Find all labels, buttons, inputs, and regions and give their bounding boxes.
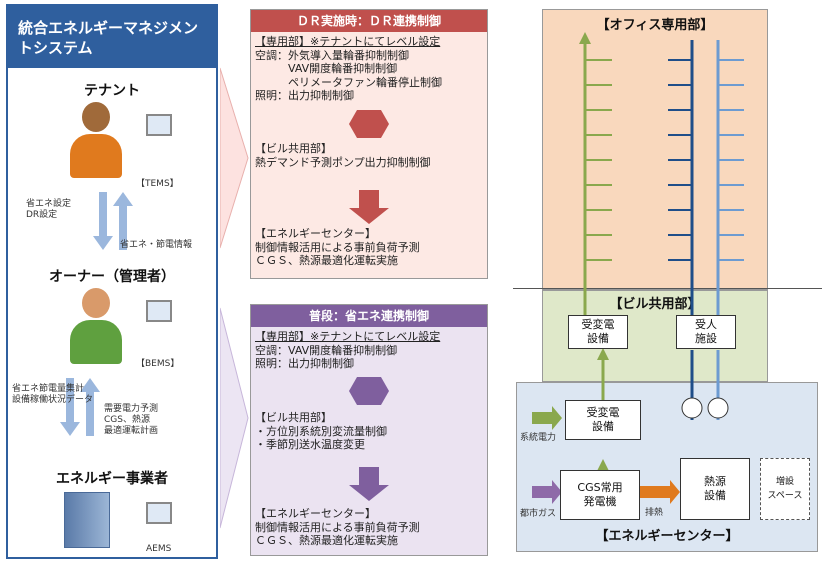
normal-hex-icon [349,377,389,405]
owner-device-label: 【BEMS】 [136,359,180,369]
normal-line: 空調：VAV開度輪番抑制制御 [255,343,398,357]
normal-panel: 普段：省エネ連携制御 【専用部】※テナントにてレベル設定 空調：VAV開度輪番抑… [250,304,488,556]
floor-divider [513,288,822,289]
chevron-arrows [220,67,249,529]
building-icon [64,492,110,548]
normal-lines: 【専用部】※テナントにてレベル設定 空調：VAV開度輪番抑制制御 照明：出力抑制… [251,327,487,374]
dr-panel: ＤＲ実施時：ＤＲ連携制御 【専用部】※テナントにてレベル設定 空調：外気導入量輪… [250,9,488,279]
dr-line: 照明：出力抑制制御 [255,89,354,102]
extra-space-box: 増設 スペース [760,458,810,520]
normal-line: 【専用部】※テナントにてレベル設定 [255,330,441,343]
receive-box-2: 受人 施設 [676,315,736,349]
dr-line: 【ビル共用部】 [255,142,332,155]
center-label: 【エネルギーセンター】 [595,529,739,544]
owner-computer-icon [146,300,172,322]
normal-line: ・方位別系統別変流量制御 [255,424,387,438]
dr-line: 【エネルギーセンター】 [255,227,376,240]
dr-lines2: 【ビル共用部】 熱デマンド予測ポンプ出力抑制制御 [255,142,431,169]
normal-panel-header: 普段：省エネ連携制御 [251,305,487,327]
dr-down-arrow-icon [349,190,389,224]
receive-box-3: 受変電 設備 [565,400,641,440]
normal-line: ＣＧＳ、熱源最適化運転実施 [255,534,398,547]
normal-line: 照明：出力抑制制御 [255,357,354,370]
tenant-label: テナント [84,83,140,99]
utility-device-label: AEMS [146,544,172,554]
exhaust-label: 排熱 [645,508,664,518]
tenant-arrows-icon [93,192,133,250]
dr-hex-icon [349,110,389,138]
office-label: 【オフィス専用部】 [596,18,714,33]
office-zone: 【オフィス専用部】 [542,9,768,290]
dr-line: 制御情報活用による事前負荷予測 [255,240,420,254]
dr-line: 熱デマンド予測ポンプ出力抑制制御 [255,155,431,169]
receive-box-1: 受変電 設備 [568,315,628,349]
owner-up-note: 省エネ節電量集計 設備稼働状況データ [12,384,94,405]
owner-down-note: 需要電力予測 CGS、熱源 最適運転計画 [104,404,159,436]
normal-line: 【ビル共用部】 [255,411,332,424]
tenant-person-icon [70,102,122,182]
system-title: 統合エネルギーマネジメントシステム [8,6,216,68]
dr-line: VAV開度輪番抑制制御 [255,62,398,75]
dr-lines3: 【エネルギーセンター】 制御情報活用による事前負荷予測 ＣＧＳ、熱源最適化運転実… [255,227,420,268]
normal-line: 制御情報活用による事前負荷予測 [255,520,420,534]
dr-lines: 【専用部】※テナントにてレベル設定 空調：外気導入量輪番抑制制御 VAV開度輪番… [251,32,487,106]
normal-line: 【エネルギーセンター】 [255,507,376,520]
owner-arrows-icon [60,378,100,436]
system-panel: 統合エネルギーマネジメントシステム テナント 【TEMS】 省エネ設定 DR設定… [6,4,218,559]
normal-lines3: 【エネルギーセンター】 制御情報活用による事前負荷予測 ＣＧＳ、熱源最適化運転実… [255,507,420,548]
heat-box: 熱源 設備 [680,458,750,520]
dr-panel-header: ＤＲ実施時：ＤＲ連携制御 [251,10,487,32]
setting-note: 省エネ設定 DR設定 [26,199,72,220]
gas-label: 都市ガス [520,509,557,519]
building-label: 【ビル共用部】 [609,297,701,312]
dr-line: 【専用部】※テナントにてレベル設定 [255,35,441,48]
tenant-computer-icon [146,114,172,136]
utility-label: エネルギー事業者 [56,471,168,487]
dr-line: 空調：外気導入量輪番抑制制御 [255,48,409,62]
utility-computer-icon [146,502,172,524]
dr-line: ＣＧＳ、熱源最適化運転実施 [255,254,398,267]
normal-down-arrow-icon [349,467,389,501]
owner-person-icon [70,288,122,368]
dr-line: ペリメータファン輪番停止制御 [255,75,442,89]
normal-line: ・季節別送水温度変更 [255,438,365,451]
grid-label: 系統電力 [520,433,557,443]
tenant-device-label: 【TEMS】 [136,179,179,189]
cgs-box: CGS常用 発電機 [560,470,640,520]
info-note: 省エネ・節電情報 [120,240,193,250]
normal-lines2: 【ビル共用部】 ・方位別系統別変流量制御 ・季節別送水温度変更 [255,411,387,452]
owner-label: オーナー（管理者） [49,269,175,285]
